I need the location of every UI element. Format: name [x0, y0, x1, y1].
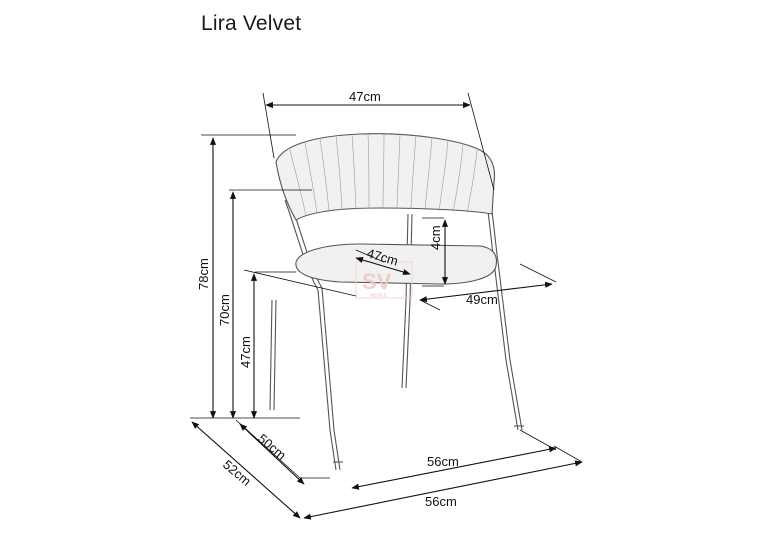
product-title: Lira Velvet [201, 12, 302, 35]
label-base-width-inner: 56cm [427, 454, 459, 469]
label-seat-height: 47cm [238, 336, 253, 368]
dimension-lines [191, 101, 583, 520]
dim-base-width-outer-line [303, 460, 583, 520]
dim-seat-width-line [419, 281, 553, 303]
label-total-height: 78cm [196, 258, 211, 290]
dim-seat-depth-line [355, 257, 411, 275]
label-seat-width: 49cm [466, 292, 498, 307]
label-back-height: 4cm [428, 225, 443, 250]
label-base-depth-inner: 50cm [255, 431, 289, 463]
svg-text:MEBLE: MEBLE [370, 293, 388, 299]
label-armrest-height: 70cm [217, 294, 232, 326]
dim-base-depth-outer-line [191, 421, 301, 519]
back-ribs [289, 133, 478, 217]
label-base-width-outer: 56cm [425, 494, 457, 509]
label-back-width: 47cm [349, 89, 381, 104]
dimension-labels: 47cm 4cm 47cm 49cm 78cm 70cm 47cm 50cm 5… [196, 89, 498, 509]
svg-text:SV: SV [362, 269, 392, 294]
